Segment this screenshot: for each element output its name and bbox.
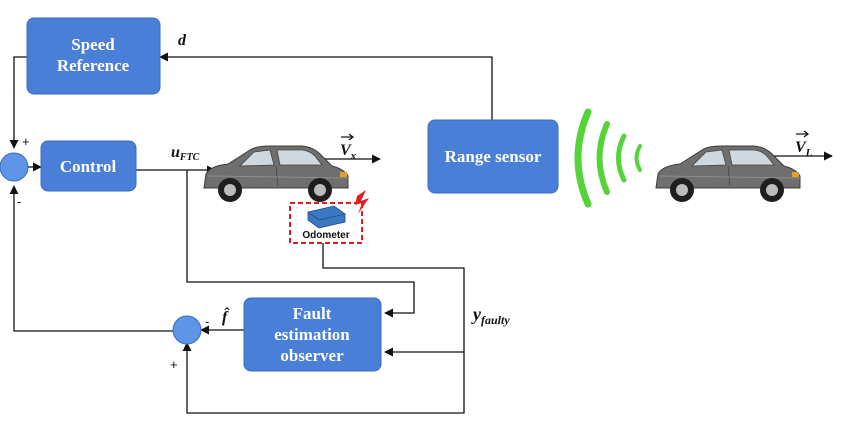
svg-text:Vx: Vx <box>340 142 357 162</box>
speed-reference-block: Speed Reference <box>26 17 161 95</box>
svg-text:yfaulty: yfaulty <box>471 304 510 327</box>
control-label: Control <box>60 157 117 176</box>
sum1-plus-sign: + <box>22 134 30 149</box>
signal-fhat-label: f̂ <box>222 307 230 326</box>
uftc-main: u <box>171 144 180 161</box>
signal-vl-label: VL <box>795 130 813 159</box>
yfaulty-wire <box>322 243 465 357</box>
fault-highlight-box <box>289 202 363 244</box>
uftc-to-observer-wire <box>186 170 415 318</box>
signal-vx-label: Vx <box>340 133 357 162</box>
fault-observer-line2: estimation <box>274 325 350 344</box>
sum2-minus-sign: - <box>205 314 209 329</box>
svg-text:uFTC: uFTC <box>171 144 200 163</box>
svg-text:VL: VL <box>795 139 813 159</box>
leading-car-image <box>655 145 801 203</box>
signal-d-label: d <box>178 32 187 49</box>
odometer-device-icon <box>307 205 346 229</box>
signal-yfaulty-label: yfaulty <box>471 304 510 327</box>
control-block: Control <box>40 140 137 192</box>
odometer-label: Odometer <box>302 230 349 241</box>
fault-lightning-icon <box>355 190 369 214</box>
fault-observer-line3: observer <box>280 346 344 365</box>
sum1-minus-sign: - <box>17 194 21 209</box>
sum2-plus-sign: + <box>170 357 178 372</box>
speed-reference-line2: Reference <box>57 56 130 75</box>
reference-wire <box>9 56 27 149</box>
speed-reference-line1: Speed <box>71 35 115 54</box>
fault-observer-block: Fault estimation observer <box>243 297 382 372</box>
odometer-sensor: Odometer <box>289 190 369 244</box>
yfaulty-main: y <box>471 304 482 324</box>
sum-junction-1 <box>0 152 29 182</box>
yfaulty-to-sum2-wire <box>182 342 465 414</box>
vl-sub: L <box>805 147 813 159</box>
sum2-to-sum1-wire <box>9 185 173 332</box>
range-sensor-label: Range sensor <box>445 147 542 166</box>
fault-observer-line1: Fault <box>293 304 332 323</box>
yfaulty-sub: faulty <box>481 313 510 327</box>
sum-junction-2 <box>172 315 202 345</box>
vx-sub: x <box>350 150 357 162</box>
range-signal-waves-icon <box>574 108 642 208</box>
uftc-sub: FTC <box>179 152 200 163</box>
vx-main: V <box>340 142 352 159</box>
controlled-car-image <box>203 145 349 203</box>
signal-uftc-label: uFTC <box>171 144 200 163</box>
range-sensor-block: Range sensor <box>427 119 559 194</box>
vl-main: V <box>795 139 807 156</box>
d-feedback-wire <box>159 52 493 120</box>
